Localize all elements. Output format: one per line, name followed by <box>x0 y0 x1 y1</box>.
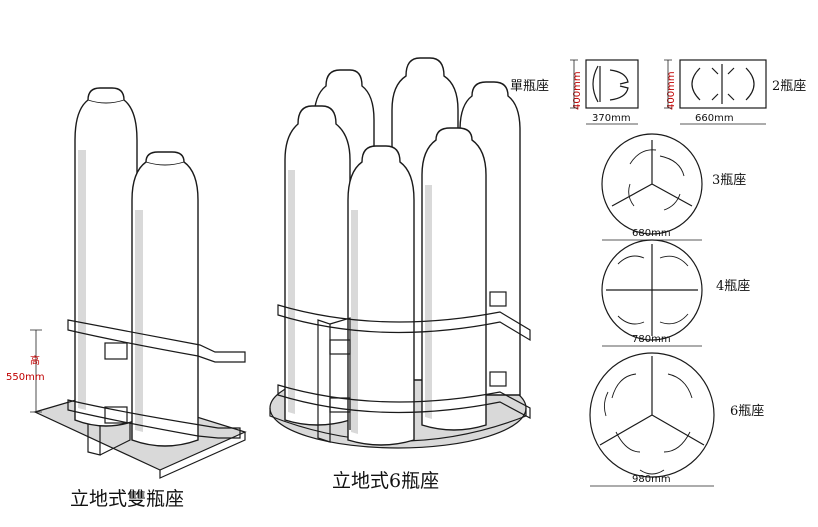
variant-double: 2瓶座 400mm 660mm <box>664 59 806 125</box>
variant-single: 單瓶座 400mm 370mm <box>510 59 639 125</box>
six-stand-caption: 立地式6瓶座 <box>332 470 439 492</box>
height-label: 高 <box>30 354 40 367</box>
cylinder <box>284 105 351 426</box>
variant-label: 單瓶座 <box>510 79 549 94</box>
variant-diameter: 680mm <box>632 228 671 239</box>
variant-diameter: 780mm <box>632 334 671 345</box>
double-stand-caption: 立地式雙瓶座 <box>70 488 184 510</box>
height-value: 550mm <box>6 372 45 383</box>
variant-diameter: 980mm <box>632 474 671 485</box>
variant-six: 6瓶座 980mm <box>589 352 764 487</box>
variant-triple: 3瓶座 680mm <box>601 133 746 241</box>
variant-height: 400mm <box>572 71 583 110</box>
double-cylinder-stand: 高 550mm 立地式雙瓶座 <box>6 87 247 510</box>
variant-height: 400mm <box>666 71 677 110</box>
variant-label: 6瓶座 <box>730 404 764 419</box>
six-cylinder-stand: 立地式6瓶座 <box>269 57 531 492</box>
variant-label: 2瓶座 <box>772 79 806 94</box>
cylinder <box>131 151 199 447</box>
cylinder <box>421 127 487 431</box>
variant-width: 660mm <box>695 113 734 124</box>
variant-label: 3瓶座 <box>712 173 746 188</box>
cylinder <box>74 87 138 427</box>
variant-label: 4瓶座 <box>716 279 750 294</box>
variant-quad: 4瓶座 780mm <box>601 239 750 347</box>
variant-width: 370mm <box>592 113 631 124</box>
cylinder <box>347 145 415 446</box>
